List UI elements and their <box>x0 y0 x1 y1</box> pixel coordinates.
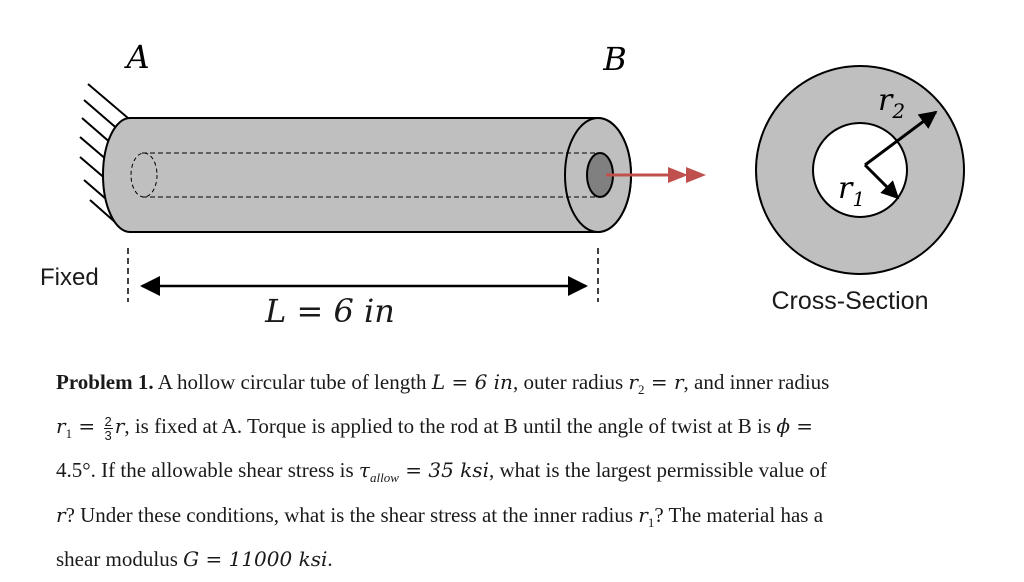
length-dimension <box>127 248 599 302</box>
tube-diagram: A B Fixed L = 6 in r2 r1 Cross-Section <box>40 38 965 330</box>
label-a: A <box>123 38 149 76</box>
length-label: L = 6 in <box>264 292 395 330</box>
cross-section-label: Cross-Section <box>772 287 929 315</box>
problem-heading: Problem 1. <box>56 370 154 394</box>
r2-label: r2 <box>878 83 905 123</box>
hollow-tube <box>102 117 632 233</box>
label-b: B <box>602 40 627 78</box>
torque-arrow <box>606 167 706 183</box>
fixed-label: Fixed <box>40 264 99 291</box>
cross-section <box>755 65 965 275</box>
problem-statement: Problem 1. A hollow circular tube of len… <box>56 370 830 571</box>
r1-label: r1 <box>838 171 865 211</box>
